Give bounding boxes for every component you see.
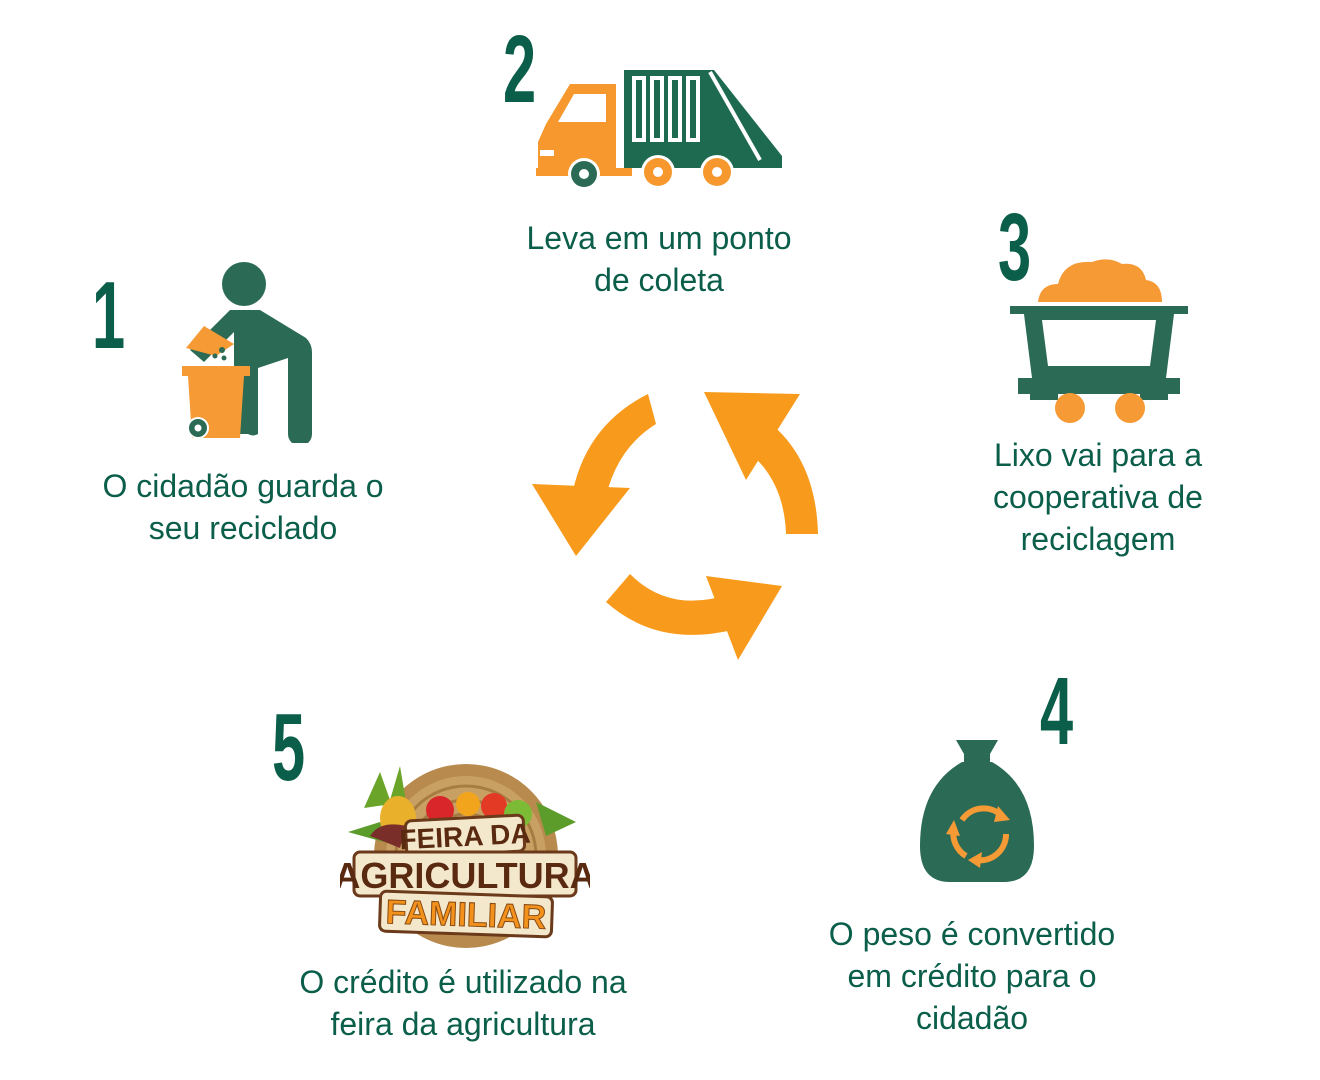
garbage-truck-icon: [536, 70, 782, 190]
step-number-1: 1: [92, 262, 126, 369]
step-number-5: 5: [272, 694, 306, 801]
mine-cart-icon: [1010, 259, 1188, 423]
logo-line-1: FEIRA DA: [399, 818, 532, 856]
recycle-bag-icon: [920, 740, 1034, 882]
step-number-3: 3: [998, 194, 1032, 301]
feira-agricultura-familiar-logo: FEIRA DA AGRICULTURA FAMILIAR: [340, 764, 590, 948]
step-caption-4: O peso é convertido em crédito para o ci…: [828, 916, 1116, 1036]
step-number-2: 2: [503, 16, 537, 123]
step-caption-5: O crédito é utilizado na feira da agricu…: [299, 964, 627, 1042]
logo-line-3: FAMILIAR: [385, 893, 547, 937]
step-caption-1: O cidadão guarda o seu reciclado: [102, 468, 384, 546]
step-caption-3: Lixo vai para a cooperativa de reciclage…: [993, 437, 1203, 557]
person-throwing-trash-icon: [182, 262, 312, 443]
logo-line-2: AGRICULTURA: [340, 855, 590, 896]
step-number-4: 4: [1040, 658, 1074, 765]
step-caption-2: Leva em um ponto de coleta: [526, 220, 792, 298]
recycle-cycle-icon: [532, 392, 818, 660]
